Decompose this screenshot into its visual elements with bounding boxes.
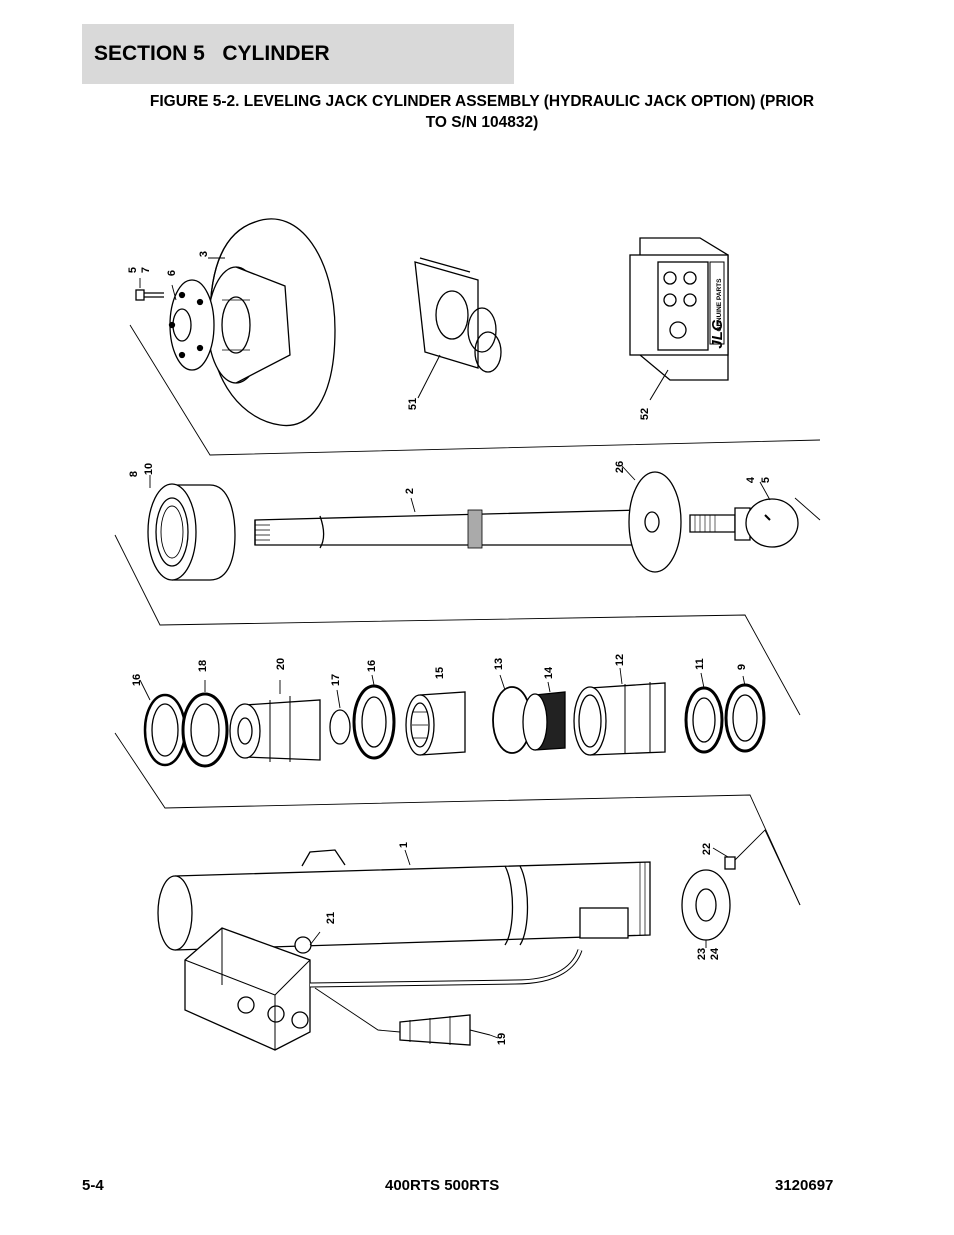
head-12 (573, 682, 666, 756)
callout-7: 7 (140, 267, 152, 273)
jlg-logo: JLG (709, 319, 726, 349)
callout-24: 24 (709, 947, 721, 960)
callout-16-left: 16 (131, 674, 143, 686)
callout-10: 10 (143, 463, 155, 475)
valve-block (184, 927, 312, 1051)
bolt-part (135, 289, 164, 301)
callout-12: 12 (614, 654, 626, 666)
callout-17: 17 (330, 674, 342, 686)
seal-11 (684, 686, 724, 754)
barrel-1 (157, 849, 651, 951)
callout-14: 14 (543, 666, 555, 679)
ball-stud-part (689, 498, 799, 548)
callout-3: 3 (198, 251, 210, 257)
callout-18: 18 (197, 660, 209, 672)
seal-18 (181, 692, 229, 768)
seal-group (114, 682, 801, 906)
check-valve-19 (399, 1014, 491, 1046)
lock-nut-23 (681, 869, 731, 941)
callout-8: 8 (128, 471, 140, 477)
parts-box-label: GENUINE PARTS (716, 278, 723, 332)
washer-part (628, 471, 682, 573)
seal-9 (724, 683, 766, 753)
callout-52: 52 (639, 408, 651, 420)
callout-6: 6 (166, 270, 178, 276)
callout-13: 13 (493, 658, 505, 670)
figure-title: FIGURE 5-2. LEVELING JACK CYLINDER ASSEM… (82, 91, 882, 133)
o-ring-17 (329, 709, 351, 745)
callout-23: 23 (696, 948, 708, 960)
callout-11: 11 (694, 658, 706, 670)
model-numbers: 400RTS 500RTS (385, 1177, 500, 1194)
section-title: SECTION 5 CYLINDER (94, 42, 330, 65)
callout-1: 1 (398, 842, 410, 848)
callout-5-top: 5 (127, 267, 139, 273)
page-number: 5-4 (82, 1177, 104, 1194)
set-screw-22 (724, 856, 736, 870)
callout-51: 51 (407, 398, 419, 410)
figure-title-line-1: FIGURE 5-2. LEVELING JACK CYLINDER ASSEM… (149, 93, 815, 110)
callout-9: 9 (736, 664, 748, 670)
bushing-15 (405, 691, 466, 756)
wear-ring-14 (522, 691, 566, 751)
callout-20: 20 (275, 658, 287, 670)
callout-2: 2 (404, 488, 416, 494)
callout-21: 21 (325, 912, 337, 924)
seal-16b (352, 684, 396, 760)
foot-plate-part (207, 218, 336, 427)
callout-4: 4 (745, 476, 757, 483)
section-header-box (82, 24, 514, 84)
seal-kit-part (414, 257, 502, 399)
piston-rod-part (254, 509, 641, 549)
callout-22: 22 (701, 843, 713, 855)
piston-20 (229, 696, 321, 762)
callout-15: 15 (434, 667, 446, 679)
upper-parts-group: GENUINE PARTS JLG (129, 218, 821, 456)
callout-5-rod: 5 (760, 477, 772, 483)
document-number: 3120697 (775, 1177, 834, 1194)
head-nut-part (147, 483, 236, 581)
parts-box: GENUINE PARTS JLG (629, 237, 729, 401)
flange-part (168, 279, 215, 371)
figure-title-line-2: TO S/N 104832) (425, 114, 539, 131)
callout-26: 26 (614, 461, 626, 473)
callout-19: 19 (496, 1033, 508, 1045)
callout-leaders (139, 257, 771, 1039)
callout-16-right: 16 (366, 660, 378, 672)
barrel-group (157, 829, 801, 1051)
rod-group (114, 471, 821, 716)
hydraulic-tube (309, 949, 583, 988)
seal-16a (143, 693, 187, 767)
callout-numbers: 5 7 6 3 51 52 8 10 2 26 4 5 16 18 20 17 … (127, 251, 772, 1045)
